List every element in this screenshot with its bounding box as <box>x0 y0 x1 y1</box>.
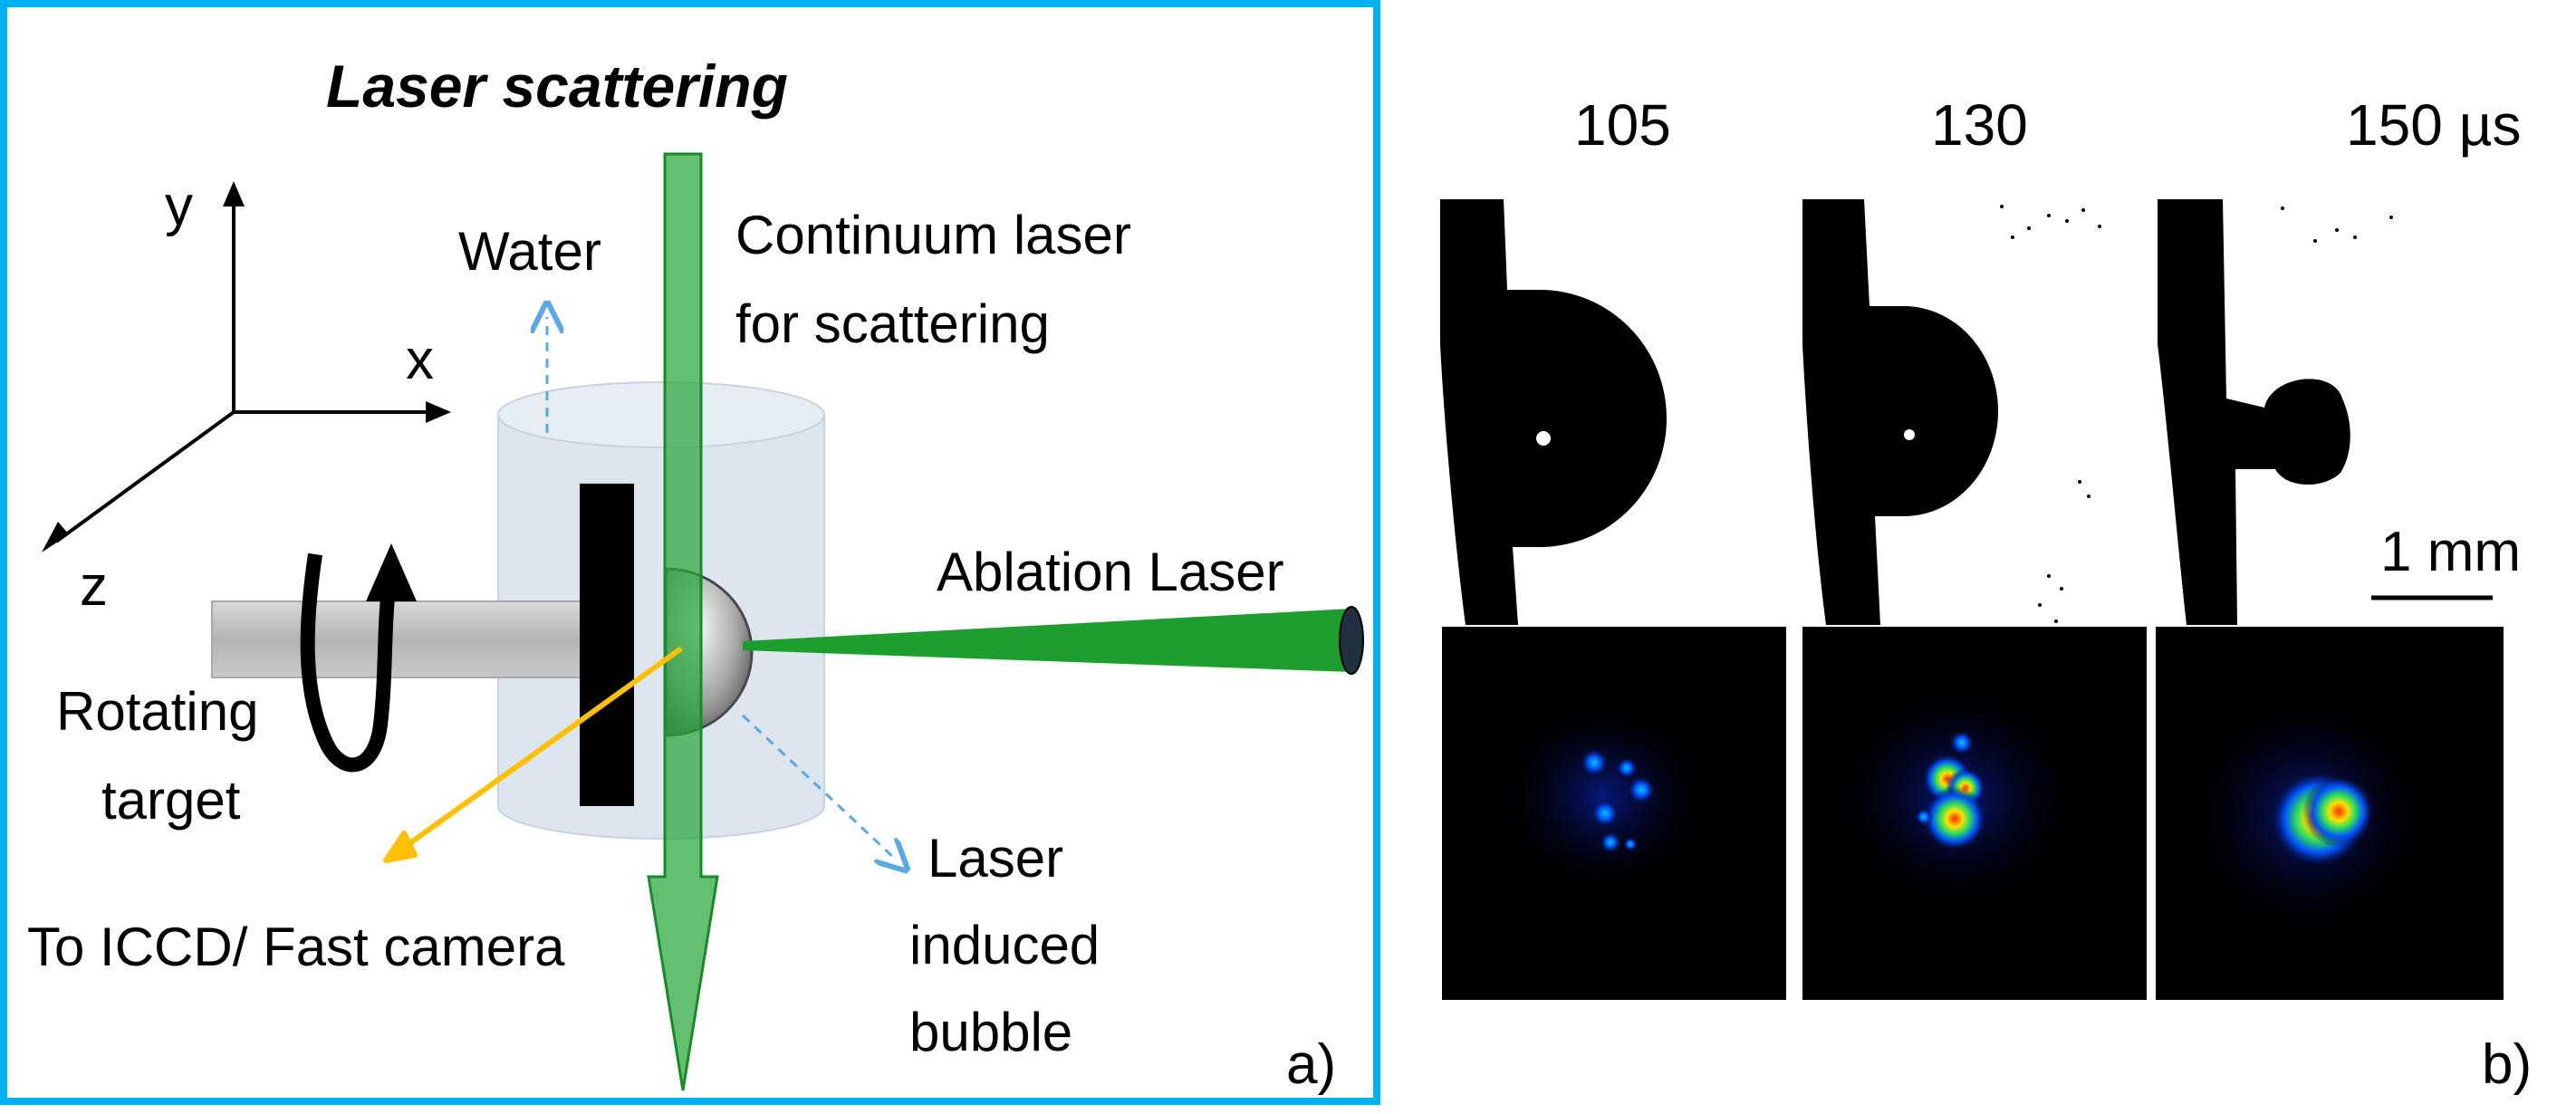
ablation-laser-aperture <box>1339 606 1364 675</box>
continuum-laser-beam <box>647 152 719 1091</box>
panel-a-label: a) <box>1286 1033 1336 1096</box>
label-water: Water <box>458 221 601 282</box>
rotation-arrow <box>300 543 417 773</box>
panel-b: 105 130 150 µs <box>1440 92 2532 1096</box>
label-continuum-2: for scattering <box>735 293 1050 354</box>
shadowgraph-130 <box>1802 199 2101 625</box>
iccd-130 <box>1802 627 2147 1000</box>
panel-b-label: b) <box>2482 1033 2532 1096</box>
axis-label-z: z <box>80 555 108 618</box>
bubble-arrow <box>741 714 897 860</box>
panel-a-title: Laser scattering <box>326 53 788 120</box>
ablation-laser-beam <box>743 609 1351 672</box>
scale-bar-label: 1 mm <box>2380 521 2521 583</box>
target-rod <box>211 600 593 678</box>
shadowgraph-150 <box>2158 199 2393 625</box>
target-disk <box>580 484 634 806</box>
time-label-130: 130 <box>1931 92 2028 158</box>
panel-a: Laser scattering y x z <box>0 0 1380 1105</box>
coordinate-axes <box>42 181 451 552</box>
label-bubble-1: Laser <box>928 828 1063 888</box>
label-to-iccd: To ICCD/ Fast camera <box>27 917 565 977</box>
label-target: target <box>101 770 241 831</box>
shadowgraph-105 <box>1440 199 1667 625</box>
axis-label-y: y <box>165 175 193 237</box>
label-continuum-1: Continuum laser <box>735 205 1131 265</box>
iccd-150 <box>2156 627 2504 1000</box>
label-bubble-3: bubble <box>909 1002 1072 1062</box>
iccd-105 <box>1442 627 1786 1000</box>
camera-arrow <box>383 646 683 863</box>
label-rotating: Rotating <box>56 681 258 742</box>
axis-label-x: x <box>406 329 434 391</box>
time-label-150: 150 µs <box>2346 92 2521 158</box>
label-ablation-laser: Ablation Laser <box>937 542 1284 602</box>
label-bubble-2: induced <box>909 915 1100 975</box>
time-label-105: 105 <box>1574 92 1671 158</box>
